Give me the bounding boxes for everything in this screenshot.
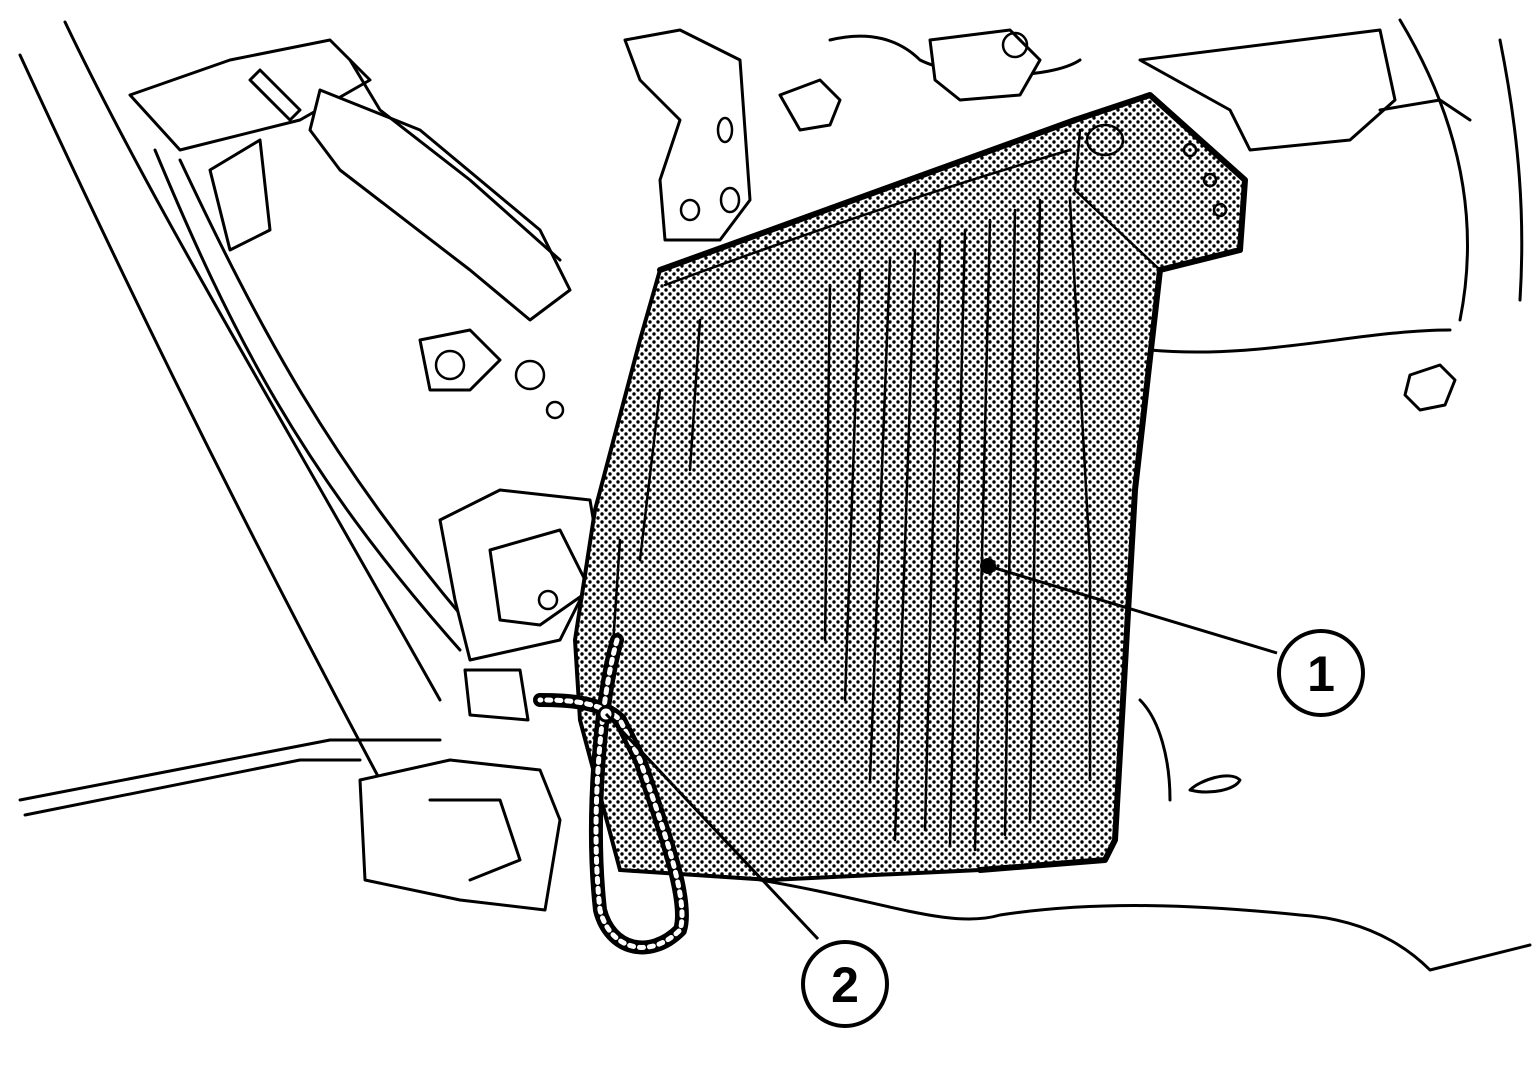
upper-brackets (128, 28, 1472, 420)
component-1-body (572, 92, 1248, 883)
leader-line-2 (604, 712, 820, 941)
lower-mounting-bracket (358, 488, 602, 912)
callout-1-label: 1 (1307, 646, 1335, 702)
callout-1: 1 (1277, 629, 1365, 717)
vehicle-body-outline (18, 18, 1532, 972)
callout-2-label: 2 (831, 957, 859, 1013)
callout-2: 2 (801, 940, 889, 1028)
leader-line-1 (987, 564, 1278, 655)
